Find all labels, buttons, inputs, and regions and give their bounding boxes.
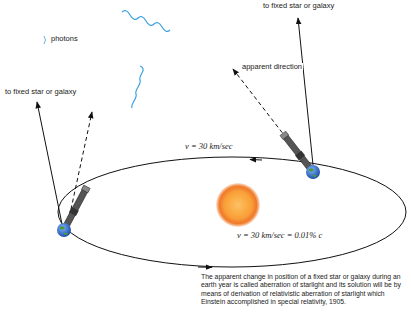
photons-label: photons: [50, 35, 79, 44]
direction-label: apparent direction: [241, 63, 303, 72]
telescope: [63, 185, 90, 227]
caption: The apparent change in position of a fix…: [201, 273, 407, 306]
direction-label: to fixed star or galaxy: [4, 88, 77, 97]
motion-arrow: [198, 267, 212, 268]
earth: [306, 165, 320, 179]
photon-wave: [122, 11, 170, 32]
telescope: [280, 131, 313, 170]
photon-mark: [44, 36, 46, 44]
motion-arrow: [250, 159, 262, 161]
direction-label: to fixed star or galaxy: [262, 2, 335, 11]
photon-wave: [132, 66, 143, 108]
velocity-label: v = 30 km/sec: [184, 142, 234, 152]
star-direction-arrow: [37, 102, 62, 224]
velocity-label: v = 30 km/sec = 0.01% c: [236, 231, 323, 241]
sun: [216, 183, 260, 227]
orbit: [58, 157, 406, 267]
earth: [57, 223, 71, 237]
star-direction-arrow: [298, 18, 313, 165]
